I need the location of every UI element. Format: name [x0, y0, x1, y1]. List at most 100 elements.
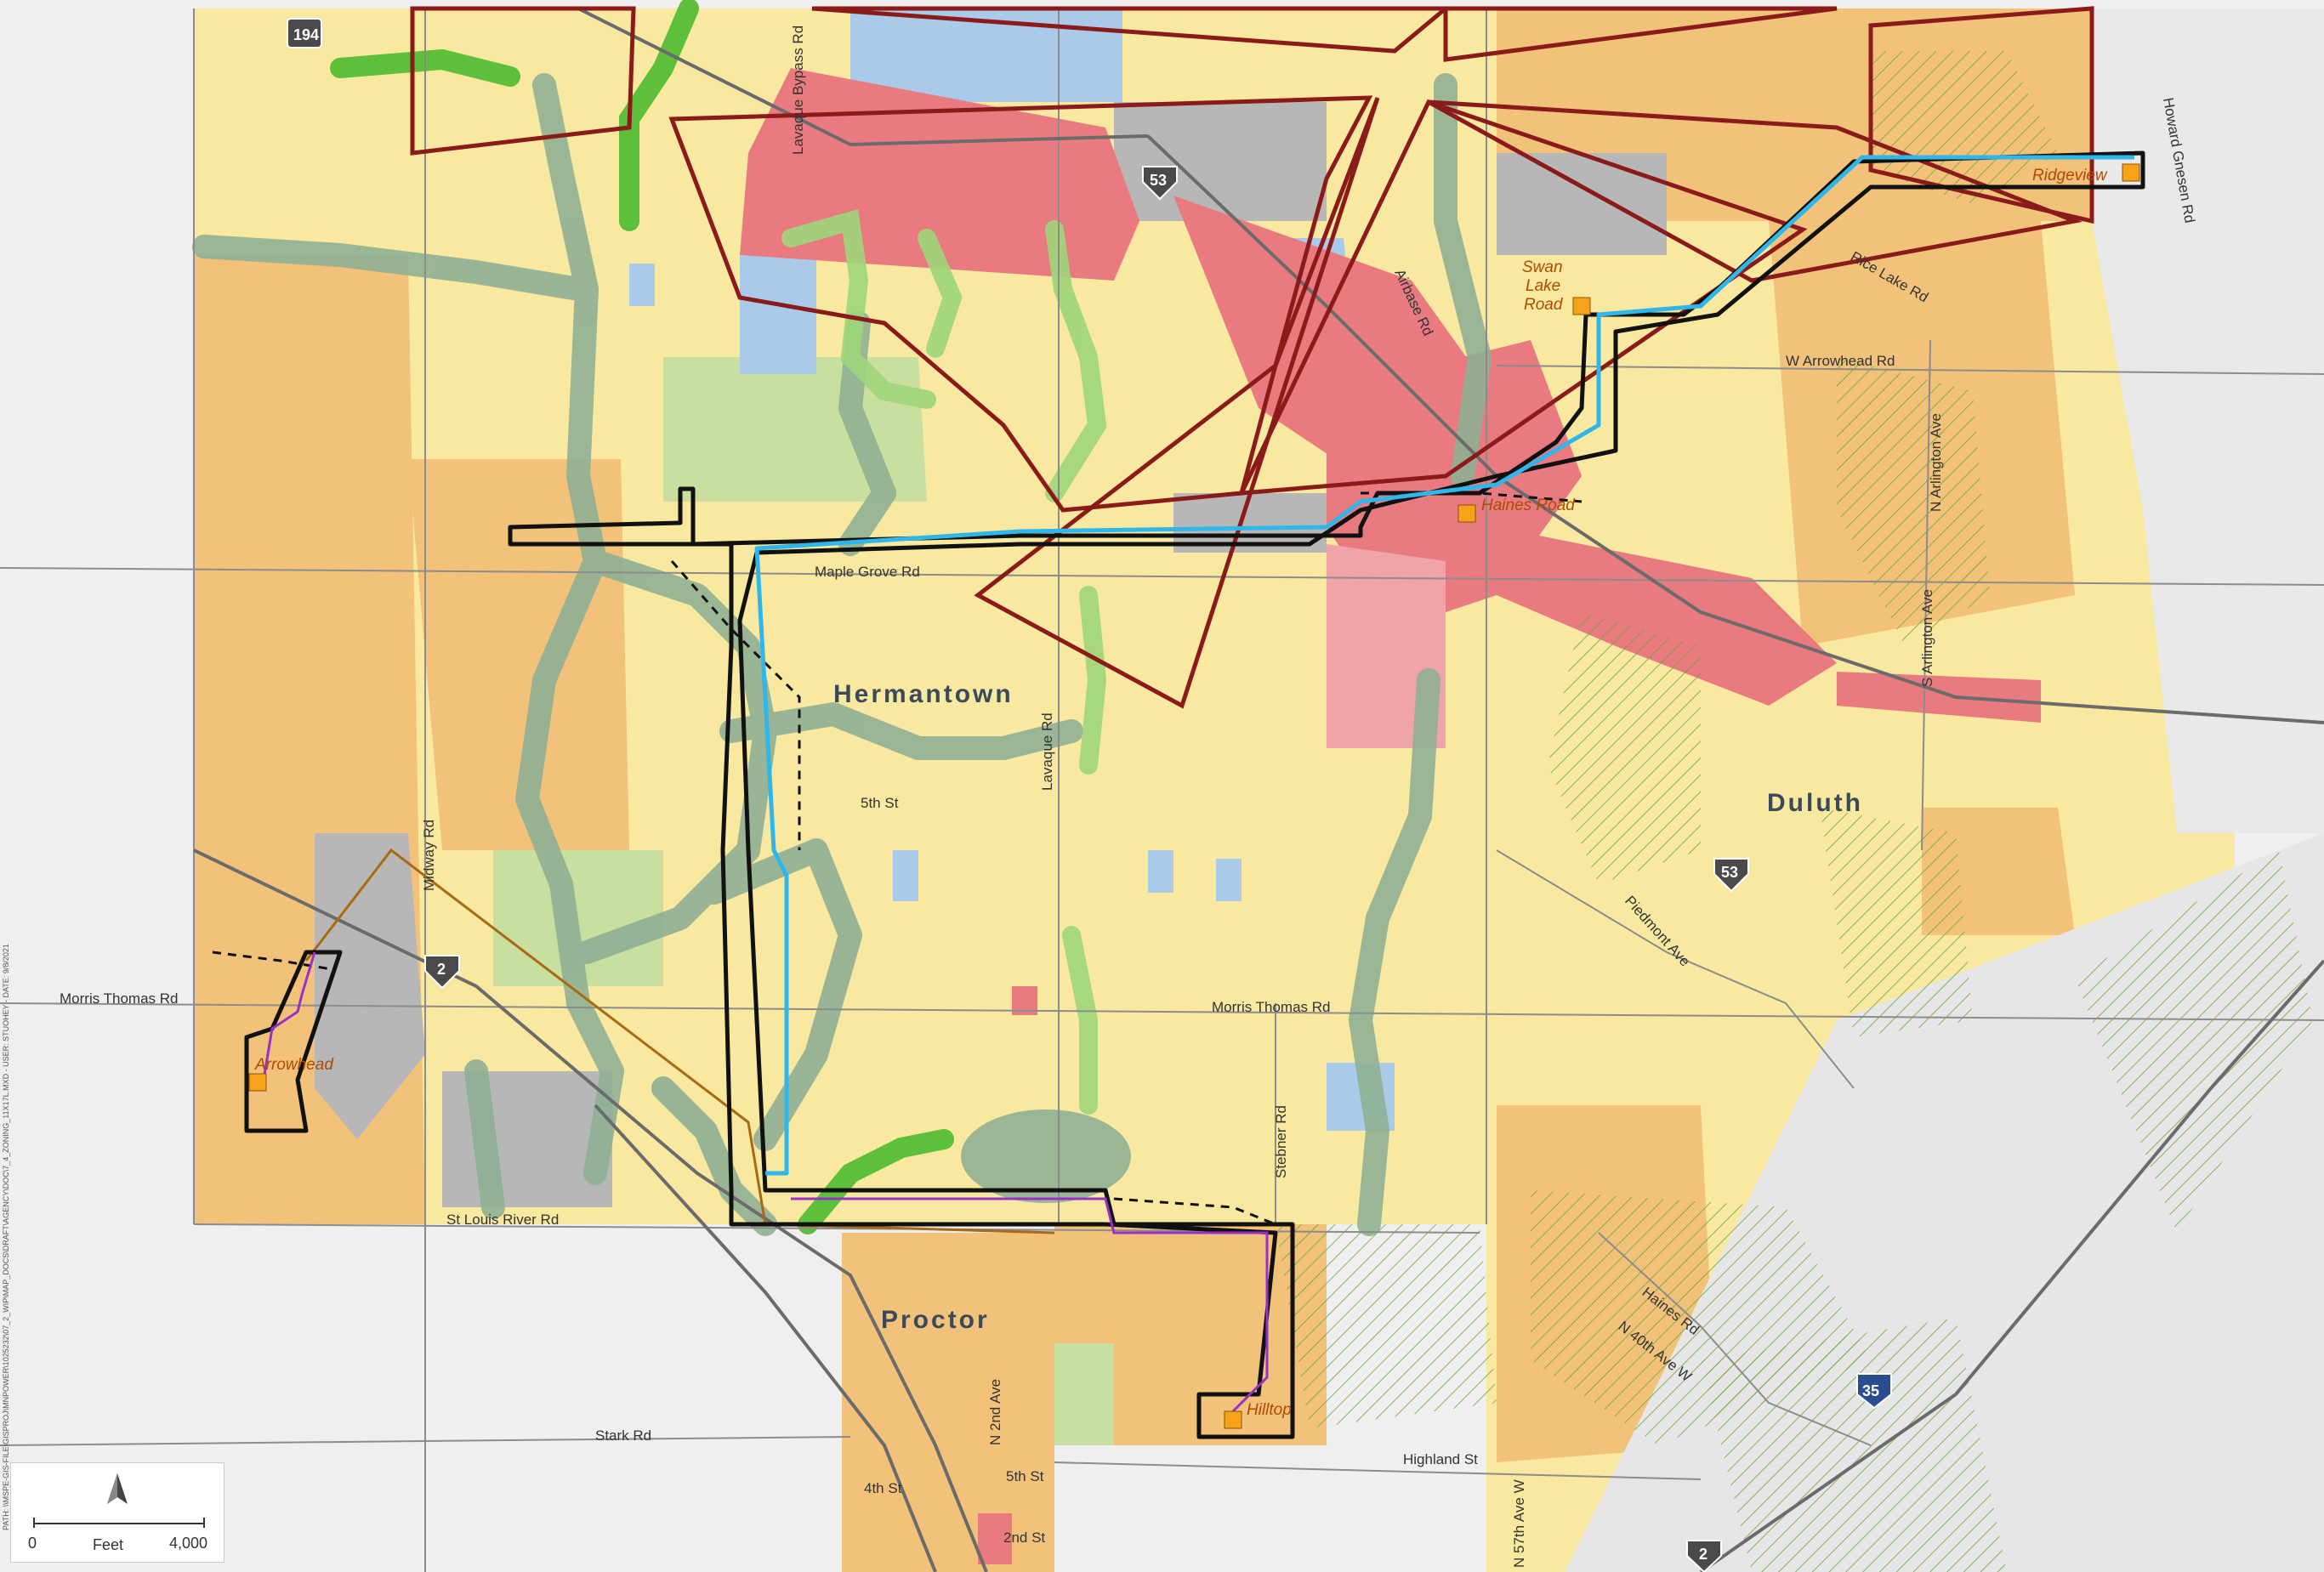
north-arrow-icon	[107, 1473, 128, 1504]
road-label-5th-st: 5th St	[861, 795, 899, 811]
scale-bar-line	[33, 1523, 203, 1524]
airport-zone-southwest	[974, 97, 1380, 709]
road-label-s-arlington: S Arlington Ave	[1919, 589, 1935, 687]
road-label-st-louis-river: St Louis River Rd	[446, 1212, 559, 1228]
zone-commercial-east	[1837, 672, 2041, 723]
highway-shield-194: 194	[287, 18, 322, 48]
city-label-duluth: Duluth	[1767, 789, 1863, 817]
corridor-south-2	[464, 1059, 505, 1219]
highway-shield-53-east: 53	[1713, 858, 1749, 893]
zone-commercial-corridor	[1497, 527, 1837, 706]
highway-shield-194-text: 194	[293, 26, 319, 43]
road-label-lavaque-bypass: Lavaque Bypass Rd	[790, 26, 806, 155]
zone-public-north	[1497, 153, 1667, 255]
road-label-stark: Stark Rd	[595, 1427, 651, 1444]
substation-ridgeview-label: Ridgeview	[2032, 167, 2108, 184]
substation-swan-lake-marker[interactable]	[1572, 297, 1591, 315]
highway-53-north	[577, 7, 1149, 147]
zone-commercial-proctor	[978, 1513, 1012, 1564]
road-label-n-2nd: N 2nd Ave	[987, 1379, 1003, 1445]
highway-shield-2-south-text: 2	[1699, 1546, 1707, 1563]
hatch-area-1	[1871, 51, 2058, 204]
road-morris-thomas	[0, 1002, 2324, 1021]
highway-i35	[1699, 959, 2324, 1572]
hatch-area-2	[1837, 357, 1990, 646]
highway-53	[1146, 134, 2324, 724]
airport-zone-northwest	[410, 6, 636, 156]
road-highland	[1054, 1461, 1702, 1480]
road-label-4th-st: 4th St	[864, 1480, 902, 1496]
terrain-northeast-edge	[2092, 9, 2324, 833]
road-label-stebner: Stebner Rd	[1273, 1105, 1289, 1178]
scale-bar-start-label: 0	[28, 1535, 37, 1552]
scale-bar-tick-end	[203, 1518, 205, 1528]
road-label-5th-st-proctor: 5th St	[1006, 1468, 1044, 1484]
zone-open-space-proctor	[1054, 1343, 1114, 1445]
hatch-area-8	[1701, 1318, 2007, 1572]
road-maple-grove	[0, 567, 2324, 586]
zone-industrial-spot-1	[1148, 850, 1173, 893]
substation-swan-lake-label-3: Road	[1524, 296, 1564, 314]
road-piedmont	[1496, 849, 1855, 1089]
airport-zone-north-1	[811, 6, 1452, 54]
route-corridor-arrowhead	[244, 950, 343, 1133]
highway-shield-53-north: 53	[1142, 166, 1178, 201]
substation-ridgeview-marker[interactable]	[2122, 163, 2140, 182]
road-n-arlington	[1921, 339, 1931, 851]
airport-zones	[410, 6, 2094, 709]
road-label-w-arrowhead: W Arrowhead Rd	[1786, 353, 1895, 369]
hatch-area-3	[1548, 612, 1701, 884]
document-path-text: PATH: \\MSPE-GIS-FILE\GISPROJ\MNPOWER\10…	[2, 944, 10, 1530]
corridor-west-1	[192, 235, 590, 301]
road-label-highland: Highland St	[1403, 1451, 1478, 1467]
highway-shield-i35: 35	[1856, 1373, 1892, 1410]
highway-shield-2-west: 2	[424, 955, 460, 990]
trail-3	[1045, 220, 1107, 502]
airport-zone-east-1	[1427, 99, 2083, 283]
zone-industrial-north	[850, 9, 1122, 102]
road-w-arrowhead	[1496, 365, 2324, 375]
hatch-area-7	[2075, 850, 2313, 1233]
airport-zone-mid	[1237, 99, 1808, 496]
zone-industrial-airport	[740, 255, 816, 374]
orange-route-line	[304, 848, 1055, 1234]
airport-zone-main	[668, 95, 1373, 513]
substation-haines-road-marker[interactable]	[1457, 504, 1476, 523]
corridor-east-1	[1349, 668, 1440, 1236]
road-label-lavaque: Lavaque Rd	[1039, 712, 1055, 791]
zone-residential-midwest	[408, 459, 629, 850]
railroad-1	[594, 1104, 937, 1572]
city-label-proctor: Proctor	[881, 1306, 990, 1334]
substation-arrowhead-label: Arrowhead	[254, 1056, 334, 1074]
route-line-blue	[754, 155, 2134, 1176]
corridor-north-2	[1434, 73, 1492, 488]
highway-shield-53-east-text: 53	[1721, 864, 1738, 881]
road-label-morris-thomas-west: Morris Thomas Rd	[60, 990, 179, 1007]
highway-shield-2-west-text: 2	[437, 961, 446, 978]
green-trail-vertical	[619, 0, 699, 231]
zone-industrial-spot-3	[893, 850, 918, 901]
road-label-2nd-st: 2nd St	[1003, 1529, 1045, 1546]
scale-bar-unit-label: Feet	[93, 1536, 124, 1553]
substation-haines-road-label: Haines Road	[1481, 497, 1576, 514]
hatch-area-4	[1820, 808, 1973, 1037]
highway-shield-i35-text: 35	[1862, 1382, 1879, 1399]
substation-hilltop-label: Hilltop	[1247, 1401, 1292, 1419]
substation-arrowhead-marker[interactable]	[248, 1073, 267, 1092]
open-space-pond	[961, 1109, 1131, 1203]
road-label-n-arlington: N Arlington Ave	[1928, 413, 1944, 512]
corridor-north-1	[515, 73, 624, 1185]
airport-zone-north-2	[1443, 6, 1838, 62]
route-line-purple	[262, 951, 1269, 1413]
road-label-morris-thomas-east: Morris Thomas Rd	[1212, 999, 1331, 1015]
trail-4	[1079, 586, 1107, 775]
zone-public-west	[315, 833, 425, 1139]
substation-hilltop-marker[interactable]	[1224, 1410, 1242, 1429]
substations	[248, 163, 2140, 1429]
green-trail-north	[330, 48, 520, 87]
road-label-midway: Midway Rd	[421, 820, 437, 891]
hatch-area-5	[1276, 1224, 1497, 1428]
highway-shield-2-south: 2	[1686, 1540, 1722, 1572]
zone-residential-proctor	[842, 1233, 1054, 1572]
